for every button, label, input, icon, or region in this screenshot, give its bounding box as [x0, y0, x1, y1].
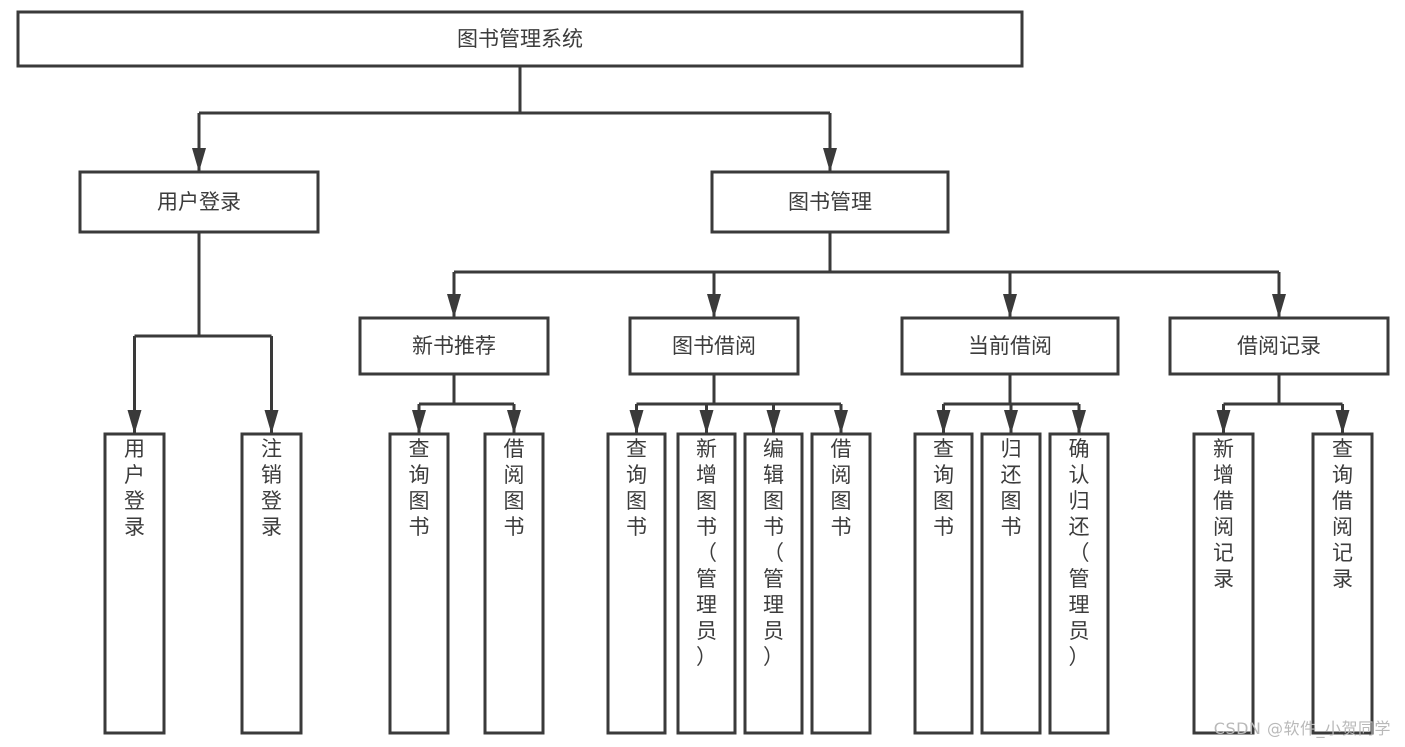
arrow-head-icon — [264, 410, 279, 434]
node-leaf-user-logout-label: 注销登录 — [261, 437, 282, 539]
arrow-head-icon — [1216, 410, 1231, 434]
node-user-login[interactable]: 用户登录 — [78, 170, 320, 234]
node-leaf-user-logout-box[interactable] — [240, 432, 303, 735]
node-layer: 图书管理系统用户登录图书管理新书推荐图书借阅当前借阅借阅记录用户登录注销登录查询… — [16, 10, 1390, 735]
connector-layer — [127, 66, 1350, 434]
node-root[interactable]: 图书管理系统 — [16, 10, 1024, 68]
node-book-borrow-label: 图书借阅 — [672, 334, 756, 358]
node-new-book-rec[interactable]: 新书推荐 — [358, 316, 550, 376]
arrow-head-icon — [127, 410, 142, 434]
node-user-login-label: 用户登录 — [157, 190, 241, 214]
node-leaf-confirm-return-label: 确认归还（管理员） — [1069, 437, 1090, 669]
arrow-head-icon — [936, 410, 951, 434]
node-borrow-record[interactable]: 借阅记录 — [1168, 316, 1390, 376]
node-leaf-borrow-book-bb-label: 借阅图书 — [831, 437, 852, 539]
arrow-head-icon — [629, 410, 644, 434]
node-leaf-user-logout[interactable]: 注销登录 — [240, 432, 303, 735]
node-leaf-query-book-rec[interactable]: 查询图书 — [388, 432, 450, 735]
arrow-head-icon — [1004, 410, 1018, 434]
node-leaf-edit-book-label: 编辑图书（管理员） — [763, 437, 784, 669]
node-leaf-borrow-book-bb-box[interactable] — [810, 432, 872, 735]
node-book-manage-label: 图书管理 — [788, 190, 872, 214]
node-leaf-query-book-cb[interactable]: 查询图书 — [913, 432, 974, 735]
node-leaf-query-book-cb-box[interactable] — [913, 432, 974, 735]
node-current-borrow[interactable]: 当前借阅 — [900, 316, 1120, 376]
arrow-head-icon — [1335, 410, 1350, 434]
node-leaf-confirm-return[interactable]: 确认归还（管理员） — [1048, 432, 1110, 735]
arrow-head-icon — [447, 294, 461, 318]
node-leaf-add-record[interactable]: 新增借阅记录 — [1192, 432, 1255, 735]
arrow-head-icon — [1003, 294, 1017, 318]
node-leaf-return-book-label: 归还图书 — [1001, 437, 1022, 539]
node-book-manage[interactable]: 图书管理 — [710, 170, 950, 234]
arrow-head-icon — [507, 410, 521, 434]
node-leaf-return-book-box[interactable] — [980, 432, 1042, 735]
node-leaf-add-book-box[interactable] — [676, 432, 737, 735]
node-leaf-user-login-label: 用户登录 — [124, 437, 145, 539]
node-leaf-query-record[interactable]: 查询借阅记录 — [1311, 432, 1374, 735]
arrow-head-icon — [834, 410, 848, 434]
node-borrow-record-label: 借阅记录 — [1237, 334, 1321, 358]
node-new-book-rec-box[interactable] — [358, 316, 550, 376]
node-leaf-add-book[interactable]: 新增图书（管理员） — [676, 432, 737, 735]
node-leaf-borrow-book-rec-label: 借阅图书 — [504, 437, 525, 539]
node-leaf-user-login[interactable]: 用户登录 — [103, 432, 166, 735]
node-root-box[interactable] — [16, 10, 1024, 68]
node-leaf-user-login-box[interactable] — [103, 432, 166, 735]
node-leaf-add-record-box[interactable] — [1192, 432, 1255, 735]
arrow-head-icon — [707, 294, 721, 318]
arrow-head-icon — [1072, 410, 1086, 434]
node-new-book-rec-label: 新书推荐 — [412, 334, 496, 358]
node-current-borrow-label: 当前借阅 — [968, 334, 1052, 358]
csdn-watermark: CSDN @软件_小贺同学 — [1213, 719, 1391, 738]
node-leaf-borrow-book-rec-box[interactable] — [483, 432, 545, 735]
node-leaf-edit-book[interactable]: 编辑图书（管理员） — [743, 432, 804, 735]
arrow-head-icon — [699, 410, 714, 434]
node-leaf-return-book[interactable]: 归还图书 — [980, 432, 1042, 735]
node-leaf-query-book-rec-label: 查询图书 — [409, 437, 430, 539]
node-leaf-query-record-box[interactable] — [1311, 432, 1374, 735]
node-leaf-add-book-label: 新增图书（管理员） — [696, 437, 717, 669]
node-leaf-borrow-book-rec[interactable]: 借阅图书 — [483, 432, 545, 735]
node-root-label: 图书管理系统 — [457, 27, 583, 51]
node-current-borrow-box[interactable] — [900, 316, 1120, 376]
node-borrow-record-box[interactable] — [1168, 316, 1390, 376]
node-book-borrow[interactable]: 图书借阅 — [628, 316, 800, 376]
node-book-manage-box[interactable] — [710, 170, 950, 234]
node-leaf-query-book-bb-label: 查询图书 — [626, 437, 647, 539]
node-user-login-box[interactable] — [78, 170, 320, 234]
node-leaf-query-book-bb[interactable]: 查询图书 — [606, 432, 667, 735]
node-leaf-borrow-book-bb[interactable]: 借阅图书 — [810, 432, 872, 735]
arrow-head-icon — [823, 148, 837, 172]
arrow-head-icon — [412, 410, 426, 434]
node-leaf-query-book-cb-label: 查询图书 — [933, 437, 954, 539]
arrow-head-icon — [192, 148, 206, 172]
node-leaf-add-record-label: 新增借阅记录 — [1213, 437, 1234, 591]
arrow-head-icon — [766, 410, 781, 434]
node-leaf-confirm-return-box[interactable] — [1048, 432, 1110, 735]
node-leaf-query-book-rec-box[interactable] — [388, 432, 450, 735]
node-leaf-query-record-label: 查询借阅记录 — [1332, 437, 1353, 591]
arrow-head-icon — [1272, 294, 1286, 318]
node-book-borrow-box[interactable] — [628, 316, 800, 376]
node-leaf-query-book-bb-box[interactable] — [606, 432, 667, 735]
node-leaf-edit-book-box[interactable] — [743, 432, 804, 735]
